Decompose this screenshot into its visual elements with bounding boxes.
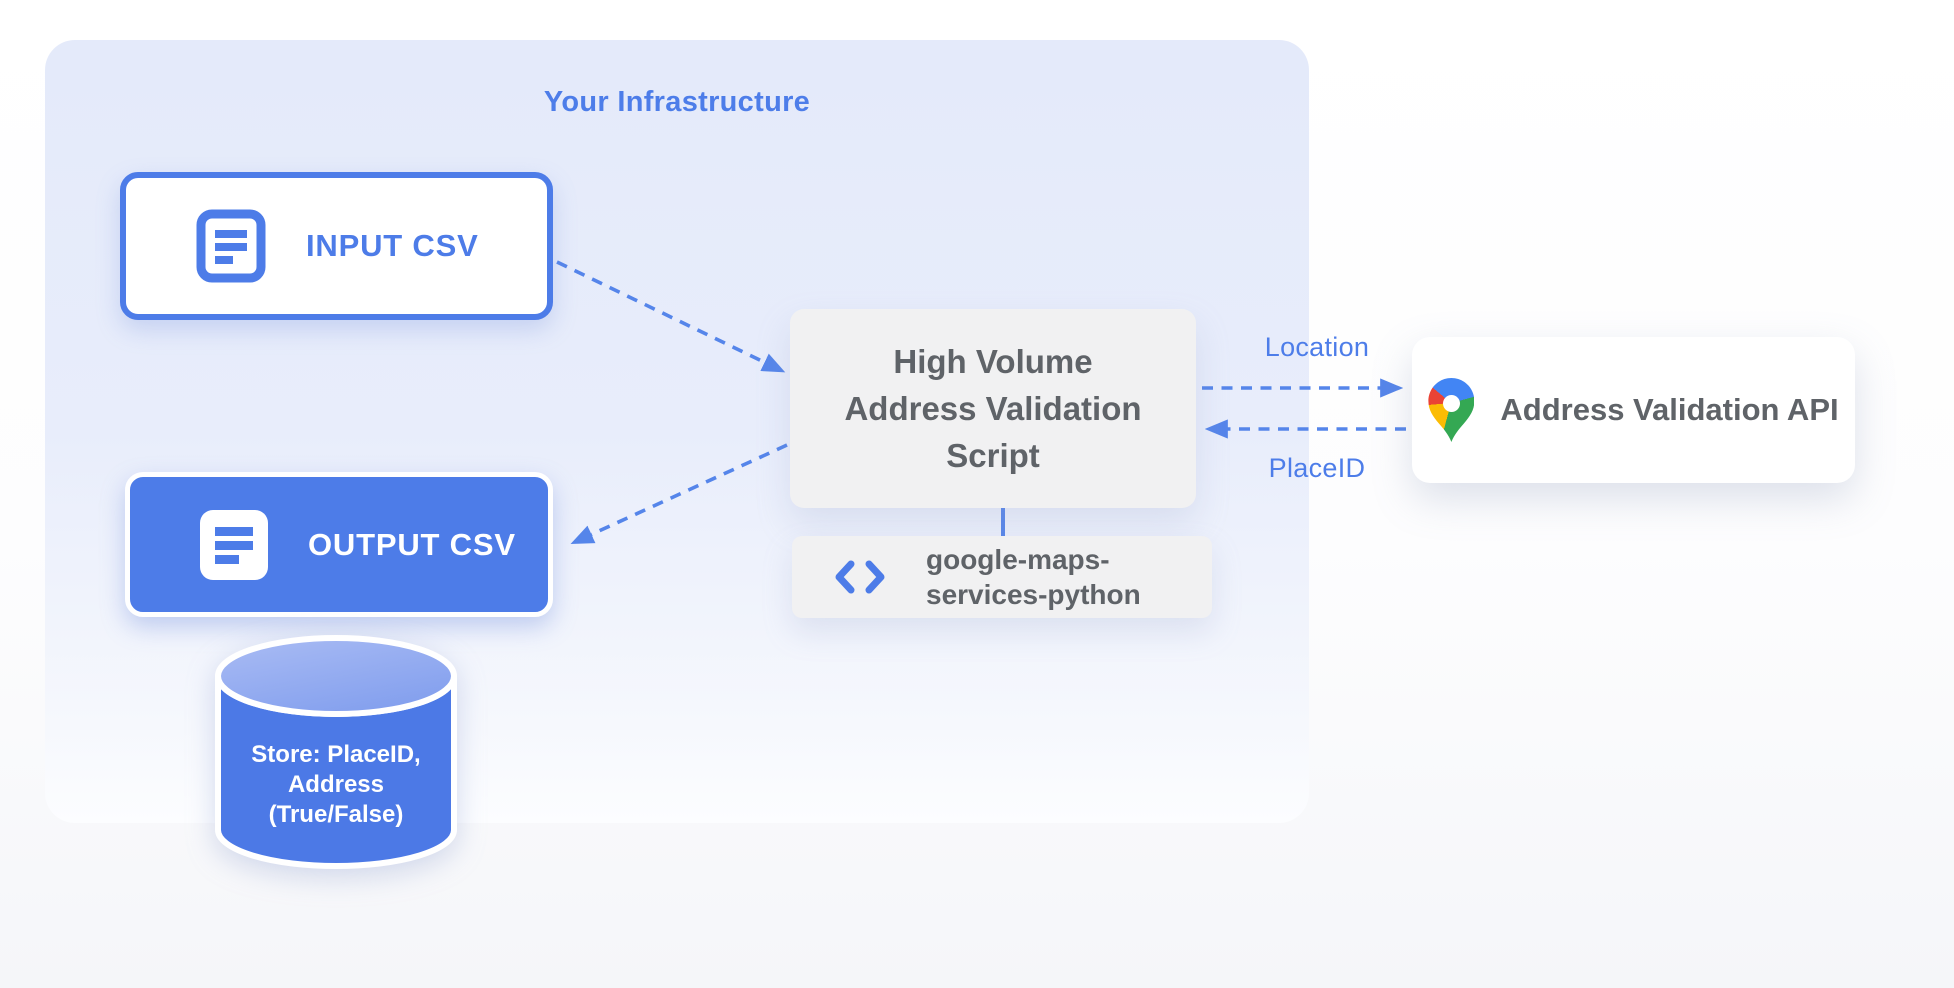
output-csv-node: OUTPUT CSV [125, 472, 553, 617]
script-node: High Volume Address Validation Script [790, 309, 1196, 508]
datastore-cylinder: Store: PlaceID, Address (True/False) [208, 628, 464, 878]
database-icon [215, 635, 457, 869]
input-csv-label: INPUT CSV [306, 228, 479, 263]
code-icon [835, 560, 885, 594]
api-node: Address Validation API [1412, 337, 1855, 483]
library-node: google-maps- services-python [792, 536, 1212, 618]
infrastructure-title: Your Infrastructure [543, 86, 811, 118]
input-csv-node: INPUT CSV [120, 172, 553, 320]
api-label: Address Validation API [1500, 392, 1839, 427]
output-csv-label: OUTPUT CSV [308, 526, 516, 562]
google-maps-pin-icon [1428, 378, 1474, 442]
document-icon [200, 509, 268, 580]
document-icon [196, 209, 266, 283]
location-edge-label: Location [1264, 332, 1370, 362]
placeid-edge-label: PlaceID [1268, 453, 1366, 483]
library-label: google-maps- services-python [926, 544, 1141, 610]
datastore-label: Store: PlaceID, Address (True/False) [251, 741, 421, 828]
